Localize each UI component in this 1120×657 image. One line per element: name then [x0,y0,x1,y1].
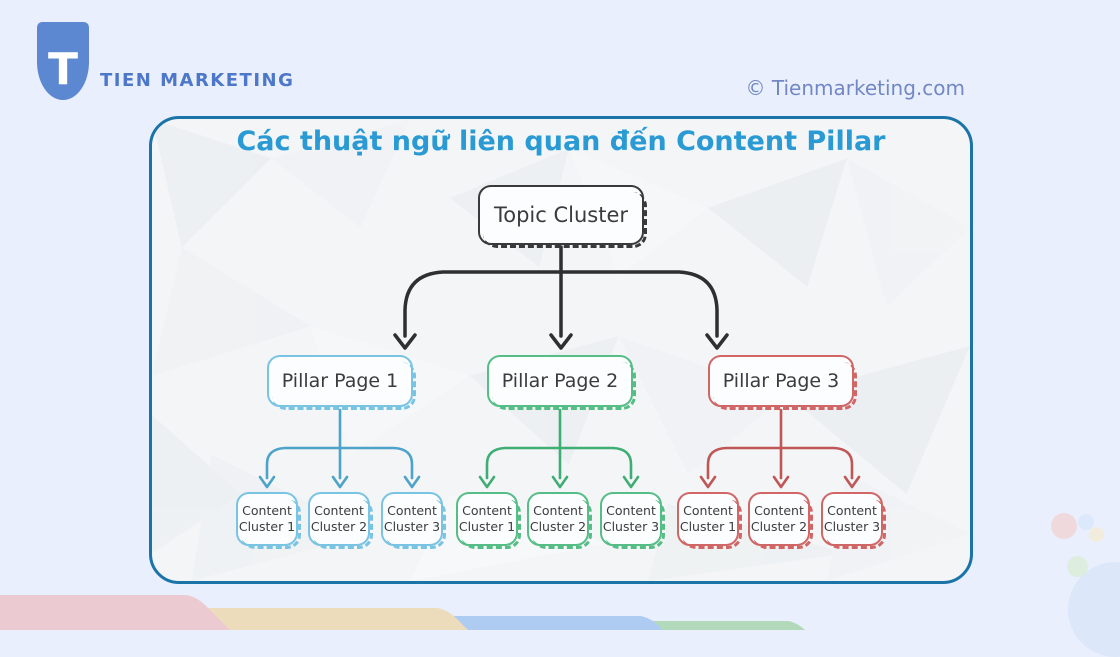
dot-pink-decoration [1051,513,1077,539]
copyright-text: © Tienmarketing.com [745,76,965,100]
node-pillar-page-2: Pillar Page 2 [487,355,636,410]
cluster-label-line: Content [314,503,364,519]
brand-name: TIEN MARKETING [100,70,295,91]
cluster-label-line: Cluster 3 [602,519,660,534]
cluster-label-line: Cluster 2 [310,519,368,534]
cluster-label-line: Cluster 1 [458,519,516,534]
node-content-cluster-3-3: Content Cluster 3 [821,492,886,549]
node-content-cluster-3-2: Content Cluster 2 [748,492,813,549]
cluster-label-line: Cluster 1 [679,519,737,534]
logo-letter: T [47,44,78,95]
cluster-label-line: Cluster 1 [238,519,296,534]
ribbon-pink-decoration [0,595,230,630]
node-content-cluster-3-1: Content Cluster 1 [677,492,742,549]
dot-beige-decoration [1089,527,1104,542]
dot-blue-small-decoration [1078,514,1094,530]
node-topic-cluster: Topic Cluster [478,185,647,248]
cluster-label-line: Content [462,503,512,519]
cluster-label-line: Cluster 3 [383,519,441,534]
node-pillar-page-3: Pillar Page 3 [708,355,857,410]
cluster-label-line: Cluster 2 [750,519,808,534]
cluster-label-line: Content [387,503,437,519]
pillar-page-3-label: Pillar Page 3 [722,370,840,392]
topic-cluster-label: Topic Cluster [493,203,629,227]
node-content-cluster-1-1: Content Cluster 1 [236,492,301,549]
pillar-page-1-label: Pillar Page 1 [281,370,399,392]
node-content-cluster-1-3: Content Cluster 3 [381,492,446,549]
node-content-cluster-2-3: Content Cluster 3 [600,492,665,549]
node-content-cluster-1-2: Content Cluster 2 [308,492,373,549]
cluster-label-line: Cluster 2 [529,519,587,534]
node-pillar-page-1: Pillar Page 1 [267,355,416,410]
cluster-label-line: Content [827,503,877,519]
cluster-label-line: Content [683,503,733,519]
dot-green-decoration [1067,556,1088,577]
cluster-label-line: Content [533,503,583,519]
pillar-page-2-label: Pillar Page 2 [501,370,619,392]
brand-logo: T [37,22,89,100]
diagram-title: Các thuật ngữ liên quan đến Content Pill… [236,126,886,157]
cluster-label-line: Content [606,503,656,519]
node-content-cluster-2-1: Content Cluster 1 [456,492,521,549]
ribbon-blue-decoration [434,616,663,630]
cluster-label-line: Content [754,503,804,519]
cluster-label-line: Cluster 3 [823,519,881,534]
node-content-cluster-2-2: Content Cluster 2 [527,492,592,549]
cluster-label-line: Content [242,503,292,519]
